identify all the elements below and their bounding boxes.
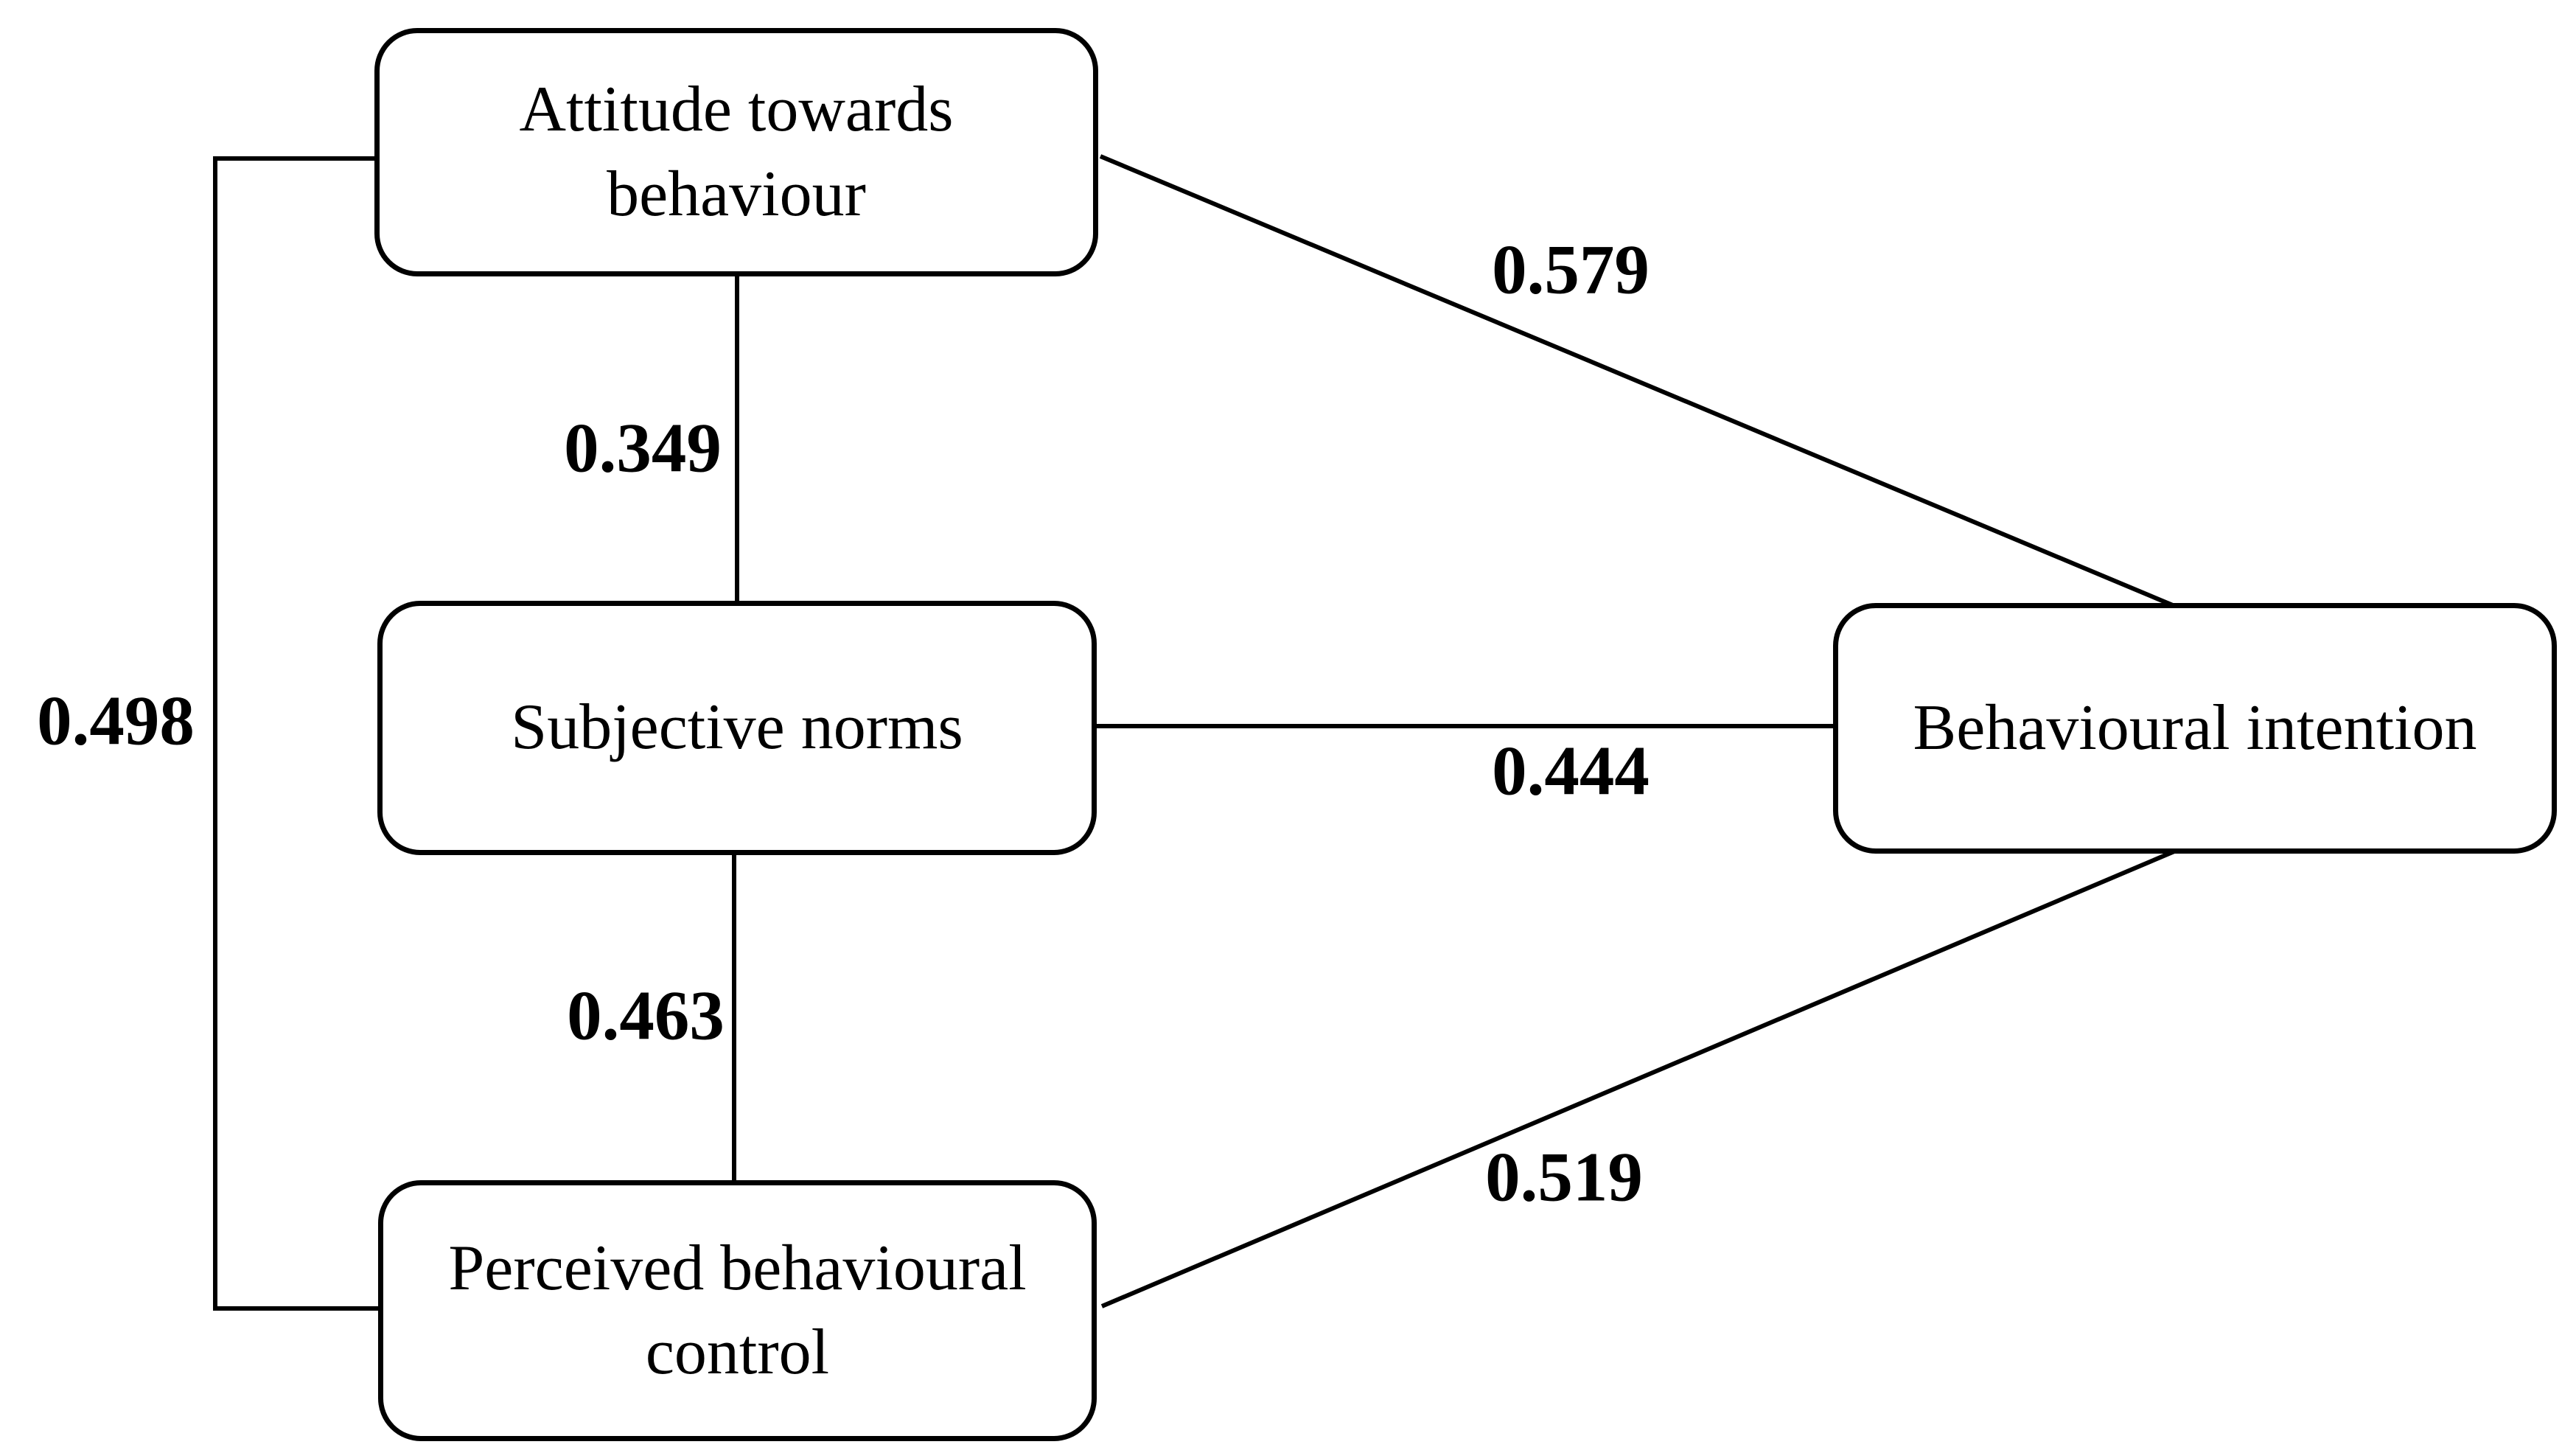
coefficient-subjective-pbc: 0.463 (567, 976, 725, 1055)
node-label: Behavioural intention (1913, 691, 2477, 764)
coefficient-attitude-subjective: 0.349 (564, 408, 722, 487)
node-perceived-behavioural-control: Perceived behavioural control (378, 1180, 1097, 1441)
node-label: Subjective norms (511, 691, 963, 764)
node-attitude-towards-behaviour: Attitude towards behaviour (374, 28, 1098, 276)
coefficient-attitude-pbc: 0.498 (37, 681, 195, 760)
edge-pbc-intention-line (1100, 849, 2176, 1308)
node-subjective-norms: Subjective norms (377, 601, 1097, 855)
node-behavioural-intention: Behavioural intention (1833, 603, 2557, 854)
edge-attitude-intention-line (1099, 154, 2174, 607)
coefficient-subjective-intention: 0.444 (1492, 731, 1650, 810)
node-label: Attitude towards behaviour (519, 74, 954, 230)
node-label: Perceived behavioural control (448, 1232, 1027, 1388)
coefficient-pbc-intention: 0.519 (1485, 1137, 1643, 1216)
coefficient-attitude-intention: 0.579 (1492, 230, 1650, 309)
edge-attitude-pbc-bracket (213, 156, 380, 1311)
